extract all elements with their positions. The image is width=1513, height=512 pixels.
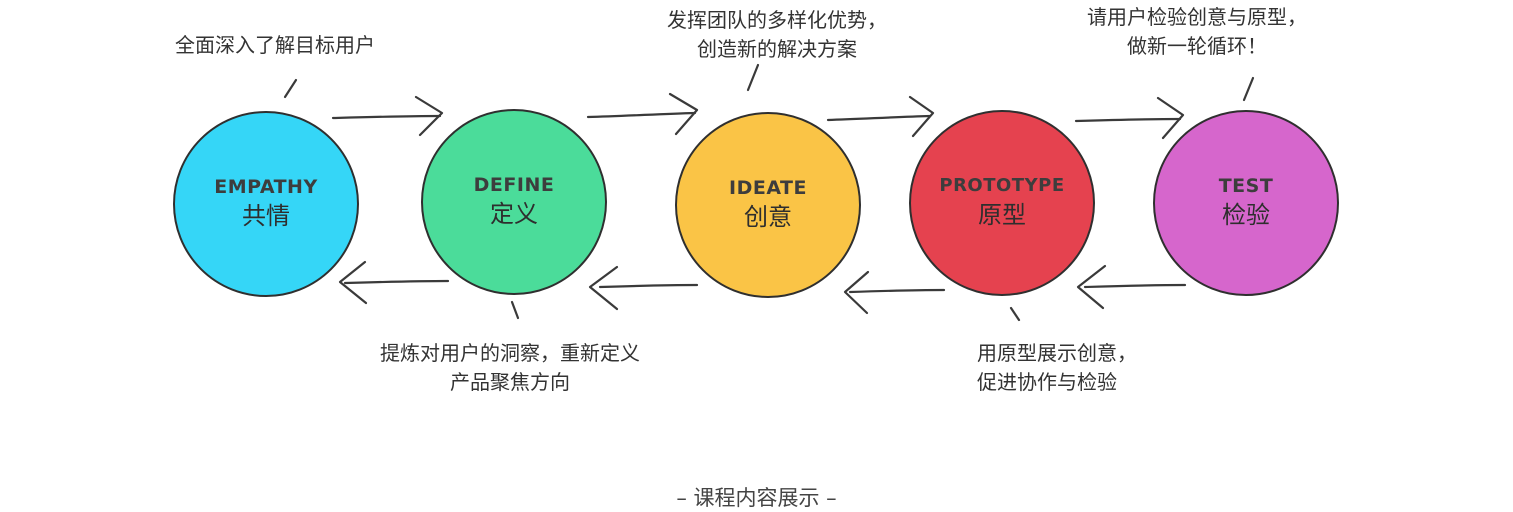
note-define-line-2: 产品聚焦方向 [450, 370, 570, 394]
arrow-define-to-empathy [338, 260, 450, 305]
note-ideate-line-2: 创造新的解决方案 [697, 37, 857, 61]
note-test: 请用户检验创意与原型， 做新一轮循环！ [1087, 3, 1307, 61]
note-define: 提炼对用户的洞察，重新定义 产品聚焦方向 [380, 339, 640, 397]
note-ideate: 发挥团队的多样化优势， 创造新的解决方案 [667, 6, 887, 64]
stage-prototype: PROTOTYPE 原型 [909, 110, 1095, 296]
arrow-prototype-to-test [1074, 96, 1185, 140]
stage-ideate-cn: 创意 [744, 203, 792, 231]
stage-define-en: DEFINE [473, 174, 555, 196]
stage-empathy: EMPATHY 共情 [173, 111, 359, 297]
stage-ideate-en: IDEATE [729, 177, 807, 199]
note-empathy-line-1: 全面深入了解目标用户 [175, 33, 375, 57]
pointer-test-note [1242, 76, 1255, 102]
stage-test-cn: 检验 [1222, 201, 1270, 229]
pointer-define-note [510, 300, 520, 320]
footer-caption: – 课程内容展示 – [676, 486, 837, 510]
note-prototype: 用原型展示创意， 促进协作与检验 [977, 339, 1137, 397]
note-test-line-2: 做新一轮循环！ [1127, 34, 1267, 58]
pointer-prototype-note [1009, 306, 1021, 322]
stage-prototype-cn: 原型 [978, 201, 1026, 229]
arrow-test-to-prototype [1076, 264, 1187, 310]
stage-define-cn: 定义 [490, 200, 538, 228]
stage-empathy-cn: 共情 [242, 202, 290, 230]
pointer-ideate-note [746, 63, 760, 92]
note-ideate-line-1: 发挥团队的多样化优势， [667, 8, 887, 32]
note-test-line-1: 请用户检验创意与原型， [1087, 5, 1307, 29]
stage-empathy-en: EMPATHY [214, 176, 318, 198]
arrow-prototype-to-ideate [843, 270, 946, 315]
stage-test: TEST 检验 [1153, 110, 1339, 296]
note-define-line-1: 提炼对用户的洞察，重新定义 [380, 341, 640, 365]
note-prototype-line-1: 用原型展示创意， [977, 341, 1137, 365]
arrow-ideate-to-define [588, 265, 699, 311]
arrow-ideate-to-prototype [826, 95, 935, 138]
note-empathy: 全面深入了解目标用户 [175, 31, 375, 60]
pointer-empathy-note [283, 78, 298, 99]
arrow-define-to-ideate [586, 92, 699, 136]
stage-define: DEFINE 定义 [421, 109, 607, 295]
stage-prototype-en: PROTOTYPE [939, 175, 1065, 196]
arrow-empathy-to-define [331, 95, 444, 137]
stage-test-en: TEST [1218, 175, 1274, 197]
stage-ideate: IDEATE 创意 [675, 112, 861, 298]
note-prototype-line-2: 促进协作与检验 [977, 370, 1117, 394]
